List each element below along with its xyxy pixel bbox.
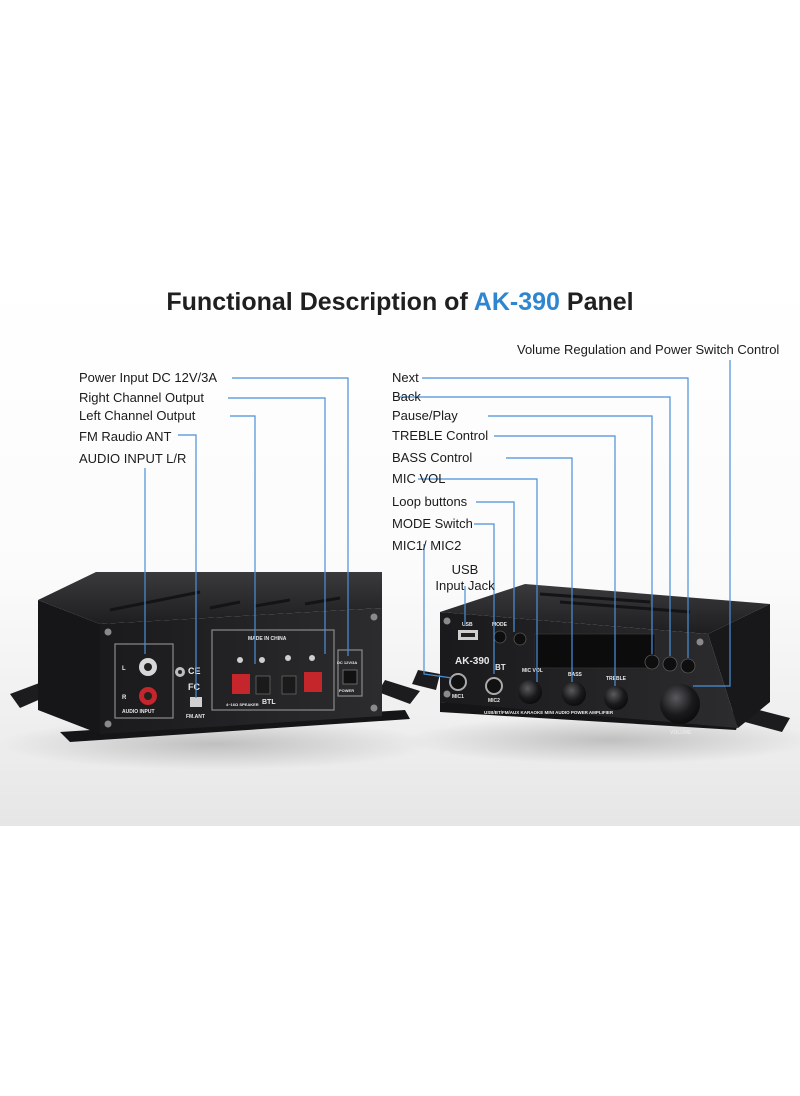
- label-usb: USB: [451, 562, 479, 577]
- label-mic1-mic2: MIC1/ MIC2: [392, 538, 462, 553]
- label-pause-play: Pause/Play: [392, 408, 458, 423]
- label-back: Back: [392, 389, 421, 404]
- mic-vol-knob[interactable]: [518, 680, 542, 704]
- back-panel-unit: L R AUDIO INPUT CE FC FM.ANT MADE IN CHI…: [10, 572, 420, 742]
- label-mode-switch: MODE Switch: [392, 516, 473, 531]
- volume-mark: VOLUME: [670, 730, 692, 736]
- leader-lines: [144, 360, 731, 698]
- volume-knob[interactable]: [660, 684, 700, 724]
- right-shadow: [405, 716, 800, 764]
- model-name: AK-390: [473, 288, 560, 316]
- pause-play-button[interactable]: [680, 658, 696, 674]
- dc-mark: DC 12V/3A: [337, 660, 357, 665]
- label-bass: BASS Control: [392, 450, 473, 465]
- amplifier-illustration: L R AUDIO INPUT CE FC FM.ANT MADE IN CHI…: [0, 360, 800, 770]
- power-mark: POWER: [339, 688, 354, 693]
- l-channel-mark: L: [122, 666, 126, 672]
- fm-ant-mark: FM.ANT: [186, 714, 205, 720]
- r-channel-mark: R: [122, 695, 127, 701]
- title-prefix: Functional Description of: [166, 288, 474, 316]
- fcc-mark: FC: [188, 682, 200, 692]
- label-volume-regulation: Volume Regulation and Power Switch Contr…: [517, 342, 780, 357]
- front-panel-unit: USB MODE AK-390 BT MIC1 MIC2 MIC VOL: [412, 584, 790, 736]
- back-button[interactable]: [662, 656, 678, 672]
- treble-mark: TREBLE: [606, 676, 627, 682]
- made-in-mark: MADE IN CHINA: [248, 636, 287, 642]
- bass-mark: BASS: [568, 672, 583, 678]
- speaker-mark: 4~16Ω SPEAKER: [226, 702, 259, 707]
- bt-mark: BT: [495, 663, 506, 672]
- title-suffix: Panel: [559, 288, 634, 316]
- mic1-jack[interactable]: [449, 673, 467, 691]
- page-title: Functional Description of AK-390 Panel: [0, 288, 800, 317]
- next-button[interactable]: [644, 654, 660, 670]
- label-left-channel: Left Channel Output: [79, 408, 196, 423]
- product-panel: Functional Description of AK-390 Panel: [0, 272, 800, 826]
- label-right-channel: Right Channel Output: [79, 390, 205, 405]
- label-next: Next: [392, 370, 419, 385]
- label-fm-ant: FM Raudio ANT: [79, 429, 172, 444]
- label-loop-buttons: Loop buttons: [392, 494, 468, 509]
- front-model-mark: AK-390: [455, 656, 490, 667]
- label-audio-input: AUDIO INPUT L/R: [79, 451, 187, 466]
- label-treble: TREBLE Control: [392, 428, 489, 443]
- usb-mark: USB: [462, 622, 473, 628]
- label-power-input: Power Input DC 12V/3A: [79, 370, 218, 385]
- treble-knob[interactable]: [604, 686, 628, 710]
- mic-vol-mark: MIC VOL: [522, 668, 543, 674]
- mic1-mark: MIC1: [452, 694, 464, 700]
- btl-mark: BTL: [262, 699, 276, 706]
- mic2-jack[interactable]: [485, 677, 503, 695]
- ce-mark: CE: [188, 666, 201, 676]
- label-mic-vol: MIC VOL: [392, 471, 446, 486]
- mic2-mark: MIC2: [488, 698, 500, 704]
- bass-knob[interactable]: [562, 682, 586, 706]
- strip-mark: USB/BT/FM/AUX KARAOKE MINI AUDIO POWER A…: [484, 710, 614, 715]
- label-input-jack: Input Jack: [435, 578, 495, 593]
- mode-mark: MODE: [492, 622, 508, 628]
- audio-input-mark: AUDIO INPUT: [122, 709, 155, 715]
